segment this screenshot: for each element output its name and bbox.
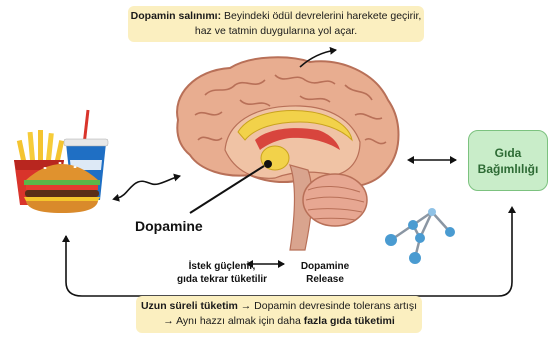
arrow-food-to-brain — [118, 176, 180, 198]
craving-line1: İstek güçlenir, — [172, 260, 272, 273]
note-bottom-bold1: Uzun süreli tüketim — [141, 300, 238, 312]
craving-label: İstek güçlenir, gıda tekrar tüketilir — [172, 260, 272, 286]
release-line1: Dopamine — [290, 260, 360, 273]
food-addiction-box: Gıda Bağımlılığı — [468, 130, 548, 191]
brain-icon — [177, 57, 398, 250]
dopamine-label: Dopamine — [135, 218, 203, 234]
note-top-text: Beyindeki ödül devrelerini harekete geçi… — [221, 10, 421, 22]
fastfood-icon — [14, 110, 108, 213]
molecule-icon — [385, 208, 455, 264]
tolerance-note: Uzun süreli tüketim → Dopamin devresinde… — [136, 296, 422, 333]
food-box-line2: Bağımlılığı — [478, 161, 539, 177]
dopamine-release-note: Dopamin salınımı: Beyindeki ödül devrele… — [128, 6, 424, 42]
feedback-loop-arrow — [66, 212, 512, 296]
food-box-line1: Gıda — [478, 145, 539, 161]
note-bottom-arrow2: → — [163, 315, 176, 327]
release-label: Dopamine Release — [290, 260, 360, 286]
note-bottom-arrow1: → — [238, 300, 254, 312]
release-line2: Release — [290, 273, 360, 286]
note-bottom-text2: Aynı hazzı almak için daha — [176, 315, 304, 327]
note-bottom-bold2: fazla gıda tüketimi — [304, 315, 395, 327]
note-bottom-text1: Dopamin devresinde tolerans artışı — [254, 300, 417, 312]
note-top-bold: Dopamin salınımı: — [131, 10, 221, 22]
craving-line2: gıda tekrar tüketilir — [172, 273, 272, 286]
note-top-line2: haz ve tatmin duygularına yol açar. — [128, 24, 424, 39]
